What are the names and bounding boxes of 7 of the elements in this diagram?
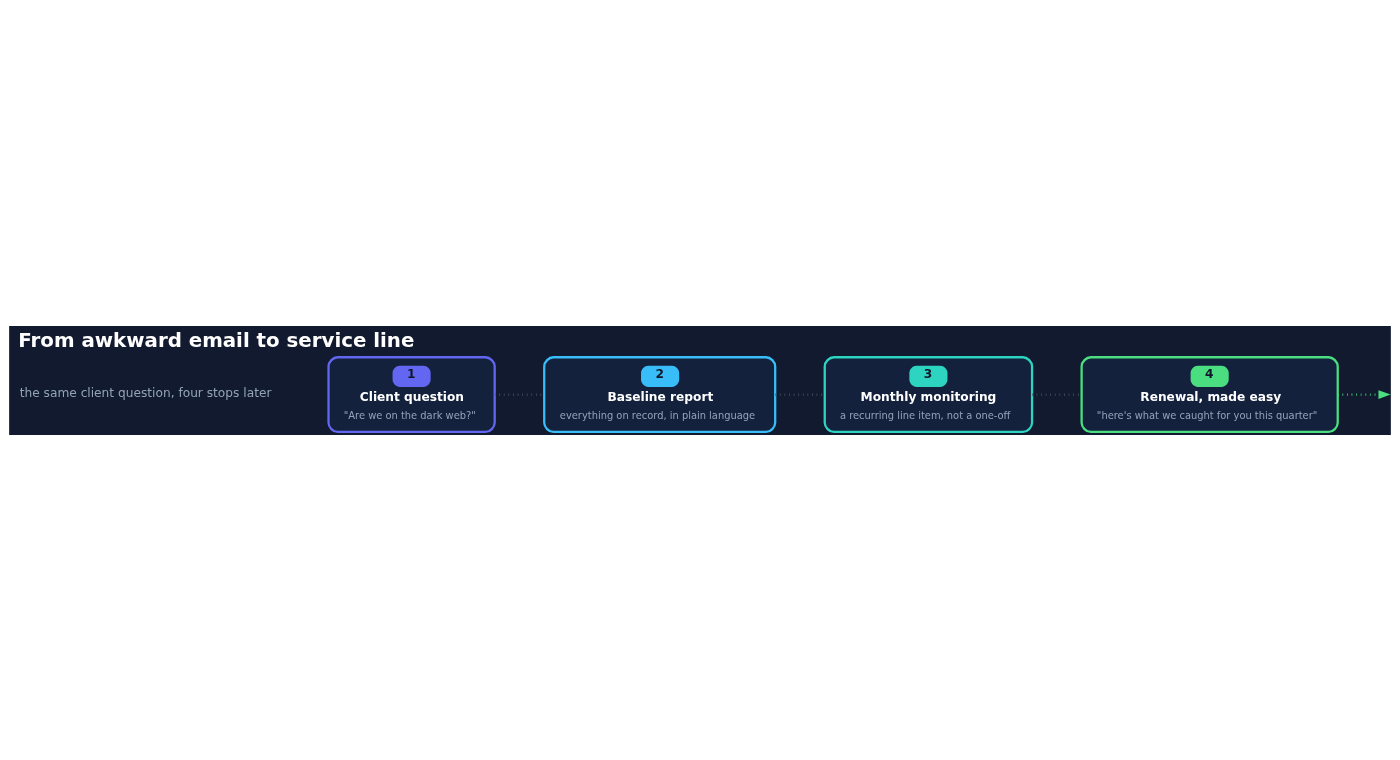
diagram-title: From awkward email to service line [18, 328, 415, 352]
node-box: 1 Client question "Are we on the dark web?" [327, 355, 496, 433]
arrow [1337, 389, 1391, 399]
node-box: 3 Monthly monitoring a recurring line item, not a one-off [823, 355, 1034, 433]
node-box: 2 Baseline report everything on record, in plain language [543, 355, 777, 433]
node-box: 4 Renewal, made easy "here's what we caught for you this quarter" [1080, 355, 1339, 433]
label: the same client question, four stops later [19, 386, 272, 400]
